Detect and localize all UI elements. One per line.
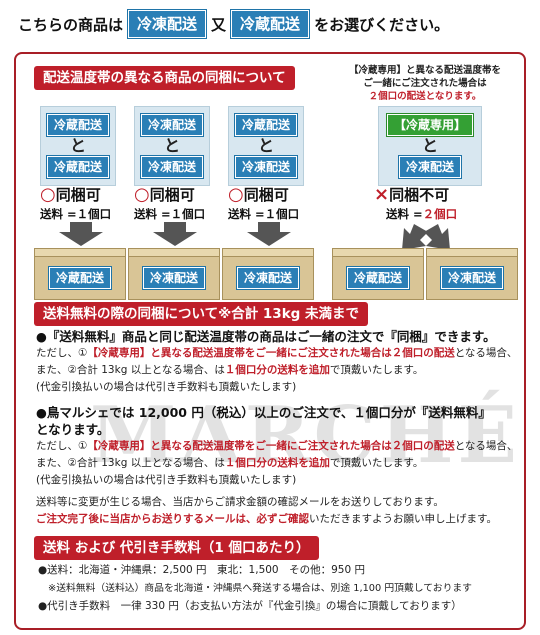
down-arrow-icon <box>153 222 197 246</box>
remote-area-note: ※送料無料（送料込）商品を北海道・沖縄県へ発送する場合は、別途 1,100 円頂… <box>48 583 472 594</box>
down-left-arrow-icon <box>402 224 428 250</box>
down-arrow-icon <box>59 222 103 246</box>
heading-middle: 又 <box>211 15 227 34</box>
parcel-box-2: 冷凍配送 <box>128 248 220 300</box>
combo-bottom-tag: 冷凍配送 <box>233 155 298 179</box>
fee-combo-2: 送料 =１個口 <box>134 207 206 221</box>
free-shipping-paragraph-1: ●『送料無料』商品と同じ配送温度帯の商品はご一緒の注文で『同梱』できます。 ただ… <box>36 329 518 393</box>
combo-top-tag: 【冷蔵専用】 <box>385 113 474 137</box>
combo-top-tag: 冷凍配送 <box>139 113 204 137</box>
two-parcel-note: 【冷蔵専用】と異なる配送温度帯を ご一緒にご注文された場合は ２個口の配送となり… <box>348 65 502 102</box>
parcel-box-4b: 冷凍配送 <box>426 248 518 300</box>
parcel-box-1: 冷蔵配送 <box>34 248 126 300</box>
combo-top-tag: 冷蔵配送 <box>45 113 110 137</box>
combo-and: と <box>69 136 86 155</box>
heading-suffix: をお選びください。 <box>314 15 450 34</box>
parcel-box-4a: 冷蔵配送 <box>332 248 424 300</box>
marche-watermark: MARCHÉ <box>90 390 521 481</box>
cod-fee: ●代引き手数料 一律 330 円（お支払い方法が『代金引換』の場合に頂戴しており… <box>38 600 462 612</box>
chilled-shipping-tag: 冷蔵配送 <box>230 9 311 39</box>
down-arrow-icon <box>247 222 291 246</box>
combo-and: と <box>163 136 180 155</box>
verdict-combo-4: ×同梱不可 <box>374 184 450 205</box>
combo-frozen-frozen: 冷凍配送 と 冷凍配送 <box>134 106 210 186</box>
down-right-arrow-icon <box>424 224 450 250</box>
shipping-rates: ●送料：北海道・沖縄県：2,500 円 東北：1,500 その他：950 円 <box>38 564 365 576</box>
section-title-free-shipping: 送料無料の際の同梱について※合計 13kg 未満まで <box>34 302 369 326</box>
verdict-combo-3: ○同梱可 <box>228 184 289 205</box>
section-title-mixed-temperature: 配送温度帯の異なる商品の同梱について <box>34 66 295 90</box>
combo-bottom-tag: 冷凍配送 <box>397 155 462 179</box>
combo-chilled-only-frozen: 【冷蔵専用】 と 冷凍配送 <box>378 106 482 186</box>
parcel-box-3: 冷凍配送 <box>222 248 314 300</box>
combo-chilled-frozen: 冷蔵配送 と 冷凍配送 <box>228 106 304 186</box>
combo-and: と <box>421 136 438 155</box>
page-heading: こちらの商品は 冷凍配送 又 冷蔵配送 をお選びください。 <box>18 8 449 40</box>
fee-combo-4: 送料 =２個口 <box>386 207 458 221</box>
combo-chilled-chilled: 冷蔵配送 と 冷蔵配送 <box>40 106 116 186</box>
fee-combo-3: 送料 =１個口 <box>228 207 300 221</box>
section-title-fees: 送料 および 代引き手数料（1 個口あたり） <box>34 536 319 560</box>
verdict-combo-2: ○同梱可 <box>134 184 195 205</box>
fee-combo-1: 送料 =１個口 <box>40 207 112 221</box>
heading-prefix: こちらの商品は <box>18 15 124 34</box>
combo-bottom-tag: 冷蔵配送 <box>45 155 110 179</box>
combo-top-tag: 冷蔵配送 <box>233 113 298 137</box>
content-frame <box>14 52 526 630</box>
combo-bottom-tag: 冷凍配送 <box>139 155 204 179</box>
confirmation-note: 送料等に変更が生じる場合、当店からご請求金額の確認メールをお送りしております。 … <box>36 496 497 525</box>
verdict-combo-1: ○同梱可 <box>40 184 101 205</box>
combo-and: と <box>257 136 274 155</box>
frozen-shipping-tag: 冷凍配送 <box>127 9 208 39</box>
free-shipping-paragraph-2: ●鳥マルシェでは 12,000 円（税込）以上のご注文で、１個口分が『送料無料』… <box>36 405 518 486</box>
arrows-layer <box>59 222 450 250</box>
